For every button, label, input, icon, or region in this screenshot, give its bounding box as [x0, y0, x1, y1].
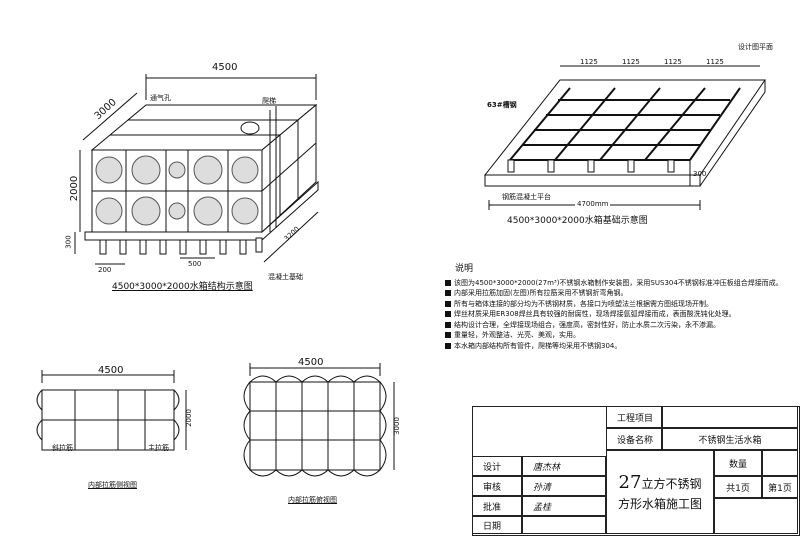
- drawing-title-line1: 立方不锈钢: [641, 477, 702, 491]
- project-label: 工程项目: [617, 413, 654, 424]
- pages-total: 共1页: [726, 483, 750, 494]
- date-label-cell: 日期: [472, 516, 522, 534]
- foundation-caption: 4500*3000*2000水箱基础示意图: [507, 216, 648, 226]
- approve-sign: 孟桂: [533, 502, 552, 513]
- quantity-label: 数量: [728, 459, 747, 470]
- vent-label: 通气孔: [150, 94, 171, 102]
- top-caption: 内部拉筋俯视图: [288, 496, 337, 504]
- iso-tank: [74, 74, 319, 265]
- side-width-label: 4500: [98, 365, 124, 376]
- spacing-label-3: 1125: [664, 58, 682, 66]
- iso-base-height-label: 300: [64, 235, 73, 249]
- date-value-cell: [522, 516, 606, 534]
- equipment-value: 不锈钢生活水箱: [698, 435, 762, 446]
- iso-spacing-a-label: 200: [98, 266, 112, 274]
- drawing-title-number: 27: [618, 472, 642, 493]
- side-caption: 内部拉筋侧视图: [88, 481, 137, 489]
- page-current: 第1页: [768, 483, 792, 494]
- design-sign: 唐杰林: [533, 462, 561, 473]
- top-note-label: 设计图平面: [738, 43, 773, 51]
- foundation-frame: [483, 65, 766, 210]
- spacing-label-4: 1125: [706, 58, 724, 66]
- base-note-label: 混凝土基础: [268, 273, 303, 281]
- foundation-length-label: 4700mm: [575, 200, 611, 208]
- ladder-label: 爬梯: [262, 97, 276, 105]
- iso-width-label: 4500: [212, 62, 238, 73]
- note-item: 本水箱内部结构所有管件，爬梯等均采用不锈钢304。: [445, 341, 785, 352]
- design-label-cell: 设计: [472, 456, 522, 476]
- project-label-cell: 工程项目: [606, 406, 662, 428]
- spacing-label-1: 1125: [580, 58, 598, 66]
- top-height-label: 3000: [392, 417, 401, 435]
- side-view-frame: [36, 370, 187, 451]
- page-current-cell: 第1页: [762, 476, 798, 498]
- design-label: 设计: [483, 462, 502, 473]
- review-label: 审核: [483, 482, 502, 493]
- design-sign-cell: 唐杰林: [522, 456, 606, 476]
- beam-label: 63#槽钢: [487, 101, 517, 109]
- notes-heading: 说明: [455, 264, 474, 274]
- side-left-note: 斜拉筋: [52, 444, 73, 452]
- note-item: 结构设计合理，全焊接现场组合，强度高，密封性好，防止水质二次污染，永不渗漏。: [445, 320, 785, 331]
- note-item: 重量轻，外观整洁、光亮、美观，实用。: [445, 330, 785, 341]
- drawing-title-line2: 方形水箱施工图: [617, 497, 702, 511]
- side-height-label: 2000: [184, 409, 193, 427]
- side-right-note: 主拉筋: [148, 444, 169, 452]
- approve-label: 批准: [483, 502, 502, 513]
- notes-block: 说明 该图为4500*3000*2000(27m³)不锈钢水箱制作安装图，采用S…: [445, 264, 785, 351]
- foundation-height-label: 300: [693, 170, 707, 178]
- spacing-label-2: 1125: [622, 58, 640, 66]
- quantity-value-cell: [762, 450, 798, 476]
- note-item: 焊丝材质采用ER308焊丝具有较强的耐腐性，现场焊接氩弧焊接而成，表面酸洗钝化处…: [445, 309, 785, 320]
- pages-total-cell: 共1页: [714, 476, 762, 498]
- iso-caption: 4500*3000*2000水箱结构示意图: [112, 282, 253, 292]
- approve-label-cell: 批准: [472, 496, 522, 516]
- top-view-frame: [243, 363, 395, 477]
- note-item: 所有与箱体连接的部分均为不锈钢材质，各接口为喷塑法兰根据需方图纸现场开制。: [445, 299, 785, 310]
- platform-label: 钢筋混凝土平台: [502, 193, 551, 201]
- drawing-title-cell: 27立方不锈钢 方形水箱施工图: [606, 450, 714, 534]
- blank-cell: [714, 498, 798, 534]
- iso-spacing-b-label: 500: [188, 260, 202, 268]
- review-sign: 孙清: [533, 482, 552, 493]
- equipment-value-cell: 不锈钢生活水箱: [662, 428, 798, 450]
- quantity-label-cell: 数量: [714, 450, 762, 476]
- equipment-label: 设备名称: [617, 435, 654, 446]
- review-label-cell: 审核: [472, 476, 522, 496]
- project-value-cell: [662, 406, 798, 428]
- approve-sign-cell: 孟桂: [522, 496, 606, 516]
- top-width-label: 4500: [298, 357, 324, 368]
- equipment-label-cell: 设备名称: [606, 428, 662, 450]
- review-sign-cell: 孙清: [522, 476, 606, 496]
- date-label: 日期: [483, 521, 502, 532]
- iso-height-label: 2000: [69, 175, 81, 202]
- note-item: 该图为4500*3000*2000(27m³)不锈钢水箱制作安装图，采用SUS3…: [445, 278, 785, 289]
- note-item: 内部采用拉筋加固(左图)所有拉筋采用不锈钢折弯角钢。: [445, 288, 785, 299]
